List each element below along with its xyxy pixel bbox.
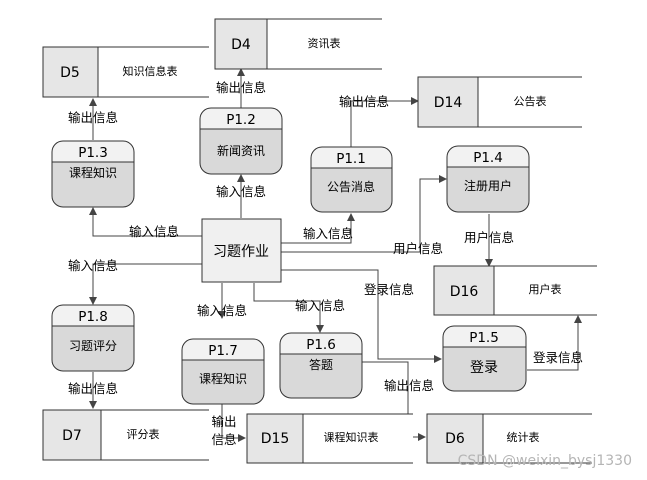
process-p11-name: 公告消息 [327, 179, 375, 194]
label-in-p13: 输入信息 [129, 224, 179, 239]
store-d7-id: D7 [62, 428, 82, 444]
flow-central-to-p13 [89, 207, 202, 237]
process-p16-id: P1.6 [306, 337, 336, 353]
label-out-d4: 输出信息 [216, 80, 266, 95]
flow-central-to-p16 [253, 283, 324, 333]
process-p14-id: P1.4 [473, 150, 503, 166]
process-p12-name: 新闻资讯 [217, 143, 265, 158]
process-p16: P1.6 答题 [279, 332, 363, 399]
process-p15: P1.5 登录 [442, 325, 527, 392]
label-in-p16: 输入信息 [295, 298, 345, 313]
process-p13: P1.3 课程知识 [51, 140, 135, 208]
store-d7-name: 评分表 [127, 427, 160, 441]
flow-labels: 输出信息 输出信息 输出信息 输入信息 输入信息 输入信息 用户信息 用户信息 … [68, 80, 583, 447]
watermark: CSDN @weixin_bysj1330 [458, 453, 632, 469]
flow-p16-to-d6 [362, 361, 426, 441]
flow-p11-to-d14 [350, 97, 419, 147]
store-d5-id: D5 [60, 65, 80, 81]
store-d6-name: 统计表 [507, 430, 540, 444]
process-p17-name: 课程知识 [199, 371, 247, 386]
store-d14-name: 公告表 [514, 94, 547, 108]
store-d15-id: D15 [261, 431, 290, 447]
process-p16-name: 答题 [309, 357, 333, 372]
store-d5-name: 知识信息表 [123, 64, 178, 78]
store-d4-id: D4 [231, 37, 251, 53]
label-out-d5: 输出信息 [68, 110, 118, 125]
store-d14-id: D14 [434, 95, 463, 111]
label-out-d7: 输出信息 [68, 381, 118, 396]
process-p13-id: P1.3 [78, 145, 108, 161]
label-out-d6: 输出信息 [384, 378, 434, 393]
process-p12-id: P1.2 [226, 112, 256, 128]
central-process-name: 习题作业 [213, 244, 269, 260]
store-d5: D5 知识信息表 [42, 46, 209, 98]
label-in-p12: 输入信息 [216, 184, 266, 199]
label-in-p17: 输入信息 [197, 303, 247, 318]
label-login-info-p15: 登录信息 [364, 282, 414, 297]
label-out-d14: 输出信息 [339, 94, 389, 109]
process-p18-id: P1.8 [78, 309, 108, 325]
process-p15-id: P1.5 [469, 330, 499, 346]
flow-p17-to-d15 [221, 404, 246, 442]
flow-central-to-p14 [281, 175, 447, 253]
process-p14-name: 注册用户 [464, 178, 512, 193]
process-p11-id: P1.1 [336, 151, 366, 167]
flow-central-to-p11 [281, 213, 355, 244]
process-p17-id: P1.7 [208, 343, 238, 359]
store-d4-name: 资讯表 [308, 36, 341, 50]
label-user-info-d16: 用户信息 [464, 230, 514, 245]
flow-central-to-p18 [89, 263, 202, 305]
store-d7: D7 评分表 [42, 409, 209, 461]
process-p18-name: 习题评分 [69, 339, 117, 353]
flow-p15-to-d16 [527, 315, 582, 371]
store-d16-name: 用户表 [529, 282, 562, 296]
label-out-d15-line1: 输出 [211, 414, 236, 429]
label-login-info-d16: 登录信息 [533, 350, 583, 365]
label-user-info-p14: 用户信息 [393, 241, 443, 256]
process-p11: P1.1 公告消息 [310, 146, 393, 213]
label-in-p11: 输入信息 [303, 226, 353, 241]
store-d16-id: D16 [450, 284, 479, 300]
process-p18: P1.8 习题评分 [51, 304, 135, 372]
store-d14: D14 公告表 [417, 76, 582, 128]
process-p17: P1.7 课程知识 [181, 338, 265, 405]
label-out-d15-line2: 信息 [211, 432, 236, 447]
flow-central-to-p15 [281, 269, 442, 363]
store-d6: D6 统计表 [426, 413, 592, 464]
label-in-p18: 输入信息 [68, 258, 118, 273]
process-p13-name: 课程知识 [69, 165, 117, 180]
store-d15: D15 课程知识表 [246, 413, 413, 464]
central-process: 习题作业 [201, 218, 282, 283]
store-d15-name: 课程知识表 [324, 430, 379, 444]
process-p12: P1.2 新闻资讯 [199, 107, 283, 175]
process-p15-name: 登录 [470, 360, 498, 376]
flow-lines [89, 68, 582, 442]
store-d16: D16 用户表 [433, 265, 597, 316]
store-d4: D4 资讯表 [214, 18, 382, 70]
store-d6-id: D6 [445, 431, 465, 447]
process-p14: P1.4 注册用户 [446, 145, 530, 213]
